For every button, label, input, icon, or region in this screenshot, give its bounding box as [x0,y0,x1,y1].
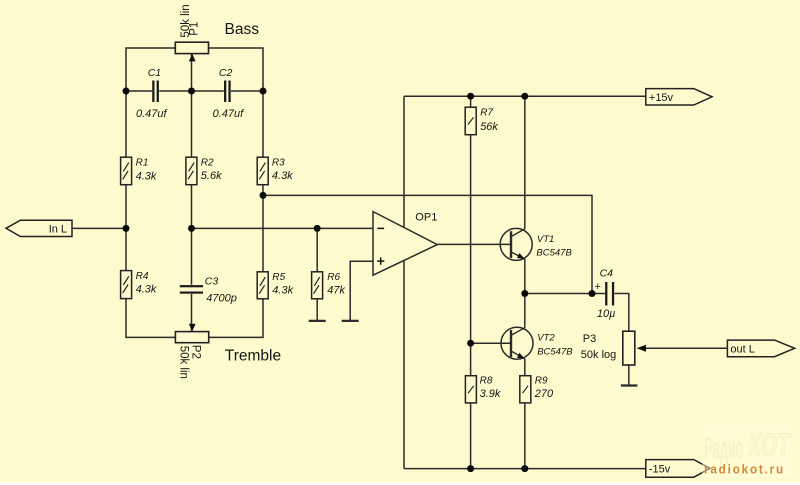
svg-text:VT1: VT1 [537,234,554,245]
svg-text:50k lin: 50k lin [178,346,190,379]
svg-text:4.3k: 4.3k [136,170,157,182]
svg-text:+15v: +15v [649,92,674,104]
svg-text:10µ: 10µ [597,308,616,320]
svg-text:50k lin: 50k lin [180,4,192,37]
svg-text:R6: R6 [327,272,340,283]
svg-text:47k: 47k [327,285,345,297]
svg-text:КОТ: КОТ [748,427,792,463]
svg-text:OP1: OP1 [415,212,437,224]
svg-text:C4: C4 [600,267,614,279]
svg-text:4.3k: 4.3k [272,285,293,297]
svg-text:4700p: 4700p [206,292,237,304]
svg-text:VT2: VT2 [537,333,555,344]
svg-text:In L: In L [49,224,67,236]
svg-text:R3: R3 [272,157,285,168]
svg-text:4.3k: 4.3k [136,284,157,296]
svg-text:0.47uf: 0.47uf [213,108,245,120]
svg-text:R4: R4 [136,271,149,282]
svg-text:Tremble: Tremble [225,347,281,364]
svg-text:BC547B: BC547B [537,346,573,357]
svg-text:270: 270 [534,388,554,400]
svg-text:50k log: 50k log [581,349,616,361]
svg-text:5.6k: 5.6k [201,170,222,182]
svg-text:R2: R2 [201,157,214,168]
svg-text:P2: P2 [190,345,202,359]
svg-text:C2: C2 [219,67,233,79]
svg-text:4.3k: 4.3k [272,170,293,182]
svg-text:+: + [595,281,601,293]
svg-text:R7: R7 [480,108,493,119]
svg-text:R1: R1 [136,158,149,169]
svg-text:BC547B: BC547B [536,248,572,259]
svg-text:Радио: Радио [704,432,743,465]
svg-text:radiokot.ru: radiokot.ru [704,462,785,477]
svg-text:R8: R8 [480,376,493,387]
svg-text:P3: P3 [583,333,596,345]
svg-text:P1: P1 [188,22,200,36]
svg-text:3.9k: 3.9k [480,388,501,400]
svg-text:C1: C1 [148,67,161,79]
svg-text:C3: C3 [205,275,219,287]
svg-text:56k: 56k [480,121,498,133]
svg-text:Bass: Bass [225,21,260,38]
svg-text:out L: out L [730,344,754,356]
svg-text:R9: R9 [535,376,548,387]
svg-text:R5: R5 [272,272,285,283]
svg-text:0.47uf: 0.47uf [136,108,168,120]
svg-text:-15v: -15v [649,464,671,476]
